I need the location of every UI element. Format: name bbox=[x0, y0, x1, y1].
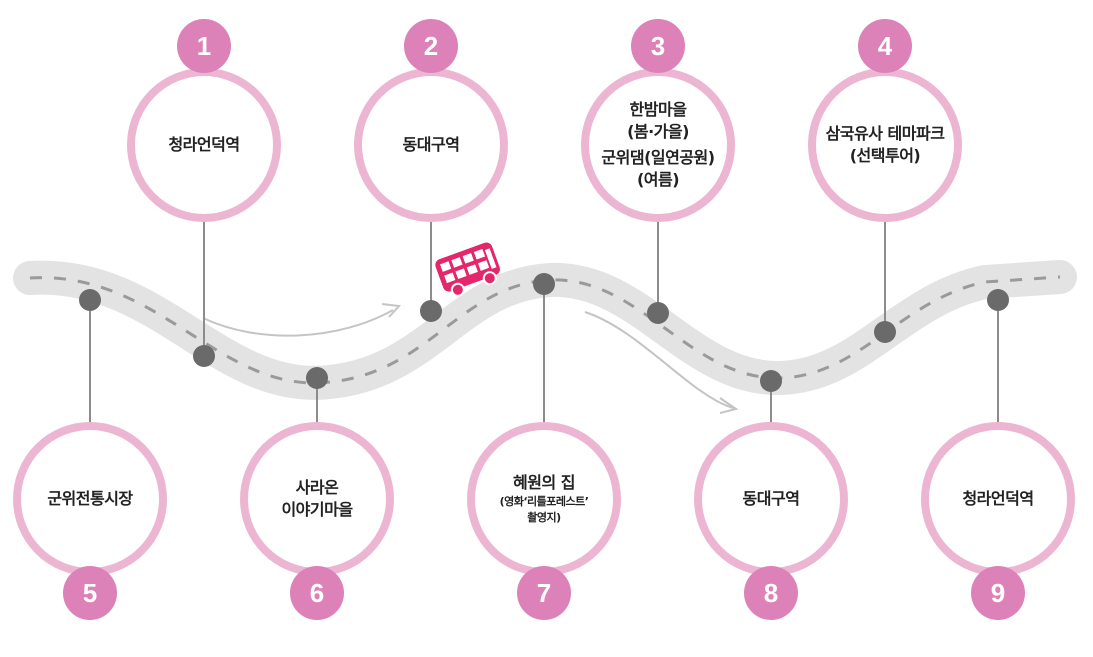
stop-9-name: 청라언덕역 bbox=[962, 489, 1034, 508]
direction-arrow-2-head bbox=[719, 397, 739, 414]
stop-2-name: 동대구역 bbox=[402, 135, 460, 154]
stop-7-circle: 혜원의 집 (영화‘리틀포레스트’ 촬영지) bbox=[467, 422, 621, 576]
double-decker-bus-icon bbox=[435, 242, 500, 297]
route-node-8 bbox=[760, 370, 782, 392]
stop-2-circle: 동대구역 bbox=[354, 68, 508, 222]
stop-6-line-1: 사라온 bbox=[295, 478, 339, 497]
stop-3-number-badge: 3 bbox=[631, 19, 685, 73]
stop-7-name: 혜원의 집 bbox=[513, 473, 575, 492]
stop-2-number-badge: 2 bbox=[404, 19, 458, 73]
stop-4-line-2: (선택투어) bbox=[849, 146, 921, 165]
stop-1-circle: 청라언덕역 bbox=[127, 68, 281, 222]
stop-1-number-badge: 1 bbox=[177, 19, 231, 73]
route-node-4 bbox=[874, 321, 896, 343]
stop-6-number-badge: 6 bbox=[290, 566, 344, 620]
stop-6-circle: 사라온 이야기마을 bbox=[240, 422, 394, 576]
direction-arrow-1-head bbox=[381, 303, 402, 318]
stop-4-number-badge: 4 bbox=[858, 19, 912, 73]
stop-3-line-4: (여름) bbox=[636, 170, 680, 189]
route-node-9 bbox=[987, 289, 1009, 311]
stop-8-circle: 동대구역 bbox=[694, 422, 848, 576]
stop-7-number-badge: 7 bbox=[517, 566, 571, 620]
route-node-3 bbox=[647, 302, 669, 324]
direction-arrow-2 bbox=[584, 311, 734, 409]
stop-8-number-badge: 8 bbox=[744, 566, 798, 620]
road-centerline bbox=[29, 275, 1061, 385]
stop-3-line-2: (봄·가을) bbox=[627, 122, 689, 141]
stop-7-sub-2: 촬영지) bbox=[527, 511, 561, 524]
route-node-6 bbox=[306, 367, 328, 389]
route-node-7 bbox=[533, 273, 555, 295]
stop-4-circle: 삼국유사 테마파크 (선택투어) bbox=[808, 68, 962, 222]
direction-arrow-1 bbox=[202, 309, 394, 337]
stop-5-number-badge: 5 bbox=[63, 566, 117, 620]
stop-3-line-3: 군위댐(일연공원) bbox=[601, 148, 715, 167]
stop-5-name: 군위전통시장 bbox=[47, 489, 133, 508]
stop-4-line-1: 삼국유사 테마파크 bbox=[825, 124, 945, 143]
route-node-2 bbox=[420, 300, 442, 322]
route-node-5 bbox=[79, 289, 101, 311]
stop-7-sub-1: (영화‘리틀포레스트’ bbox=[499, 495, 589, 508]
stop-3-line-1: 한밤마을 bbox=[629, 100, 687, 119]
stop-8-name: 동대구역 bbox=[742, 489, 800, 508]
stop-9-number-badge: 9 bbox=[971, 566, 1025, 620]
stop-6-line-2: 이야기마을 bbox=[281, 500, 353, 519]
stop-9-circle: 청라언덕역 bbox=[921, 422, 1075, 576]
stop-3-circle: 한밤마을 (봄·가을) 군위댐(일연공원) (여름) bbox=[581, 68, 735, 222]
stop-5-circle: 군위전통시장 bbox=[13, 422, 167, 576]
stop-1-name: 청라언덕역 bbox=[168, 135, 240, 154]
route-node-1 bbox=[193, 345, 215, 367]
